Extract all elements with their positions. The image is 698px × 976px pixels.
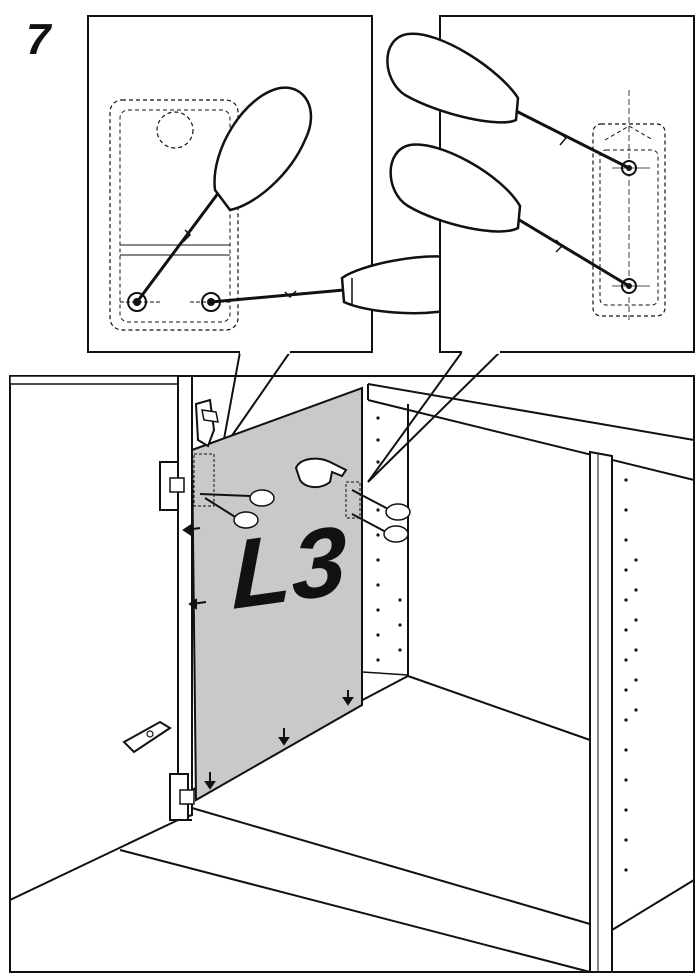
- screwdriver-icon: [135, 86, 313, 303]
- hinge-bracket: [159, 461, 185, 511]
- pointing-hand-icon: [294, 457, 348, 488]
- screwdriver-icon: [351, 489, 411, 521]
- detail-box-right: [386, 15, 695, 353]
- hand-holding-icon: [194, 398, 219, 448]
- panel-l3: [190, 386, 363, 802]
- loose-bracket: [122, 720, 172, 754]
- main-scene: [9, 375, 695, 973]
- hinge-bracket: [169, 773, 195, 821]
- panel-label: L3: [232, 503, 347, 631]
- screwdriver-icon: [199, 489, 275, 507]
- step-number: 7: [26, 15, 51, 64]
- screwdriver-icon: [386, 32, 630, 170]
- screwdriver-icon: [389, 143, 630, 288]
- screwdriver-icon: [204, 497, 259, 529]
- arrow-icon: [182, 524, 354, 790]
- screwdriver-icon: [351, 513, 409, 543]
